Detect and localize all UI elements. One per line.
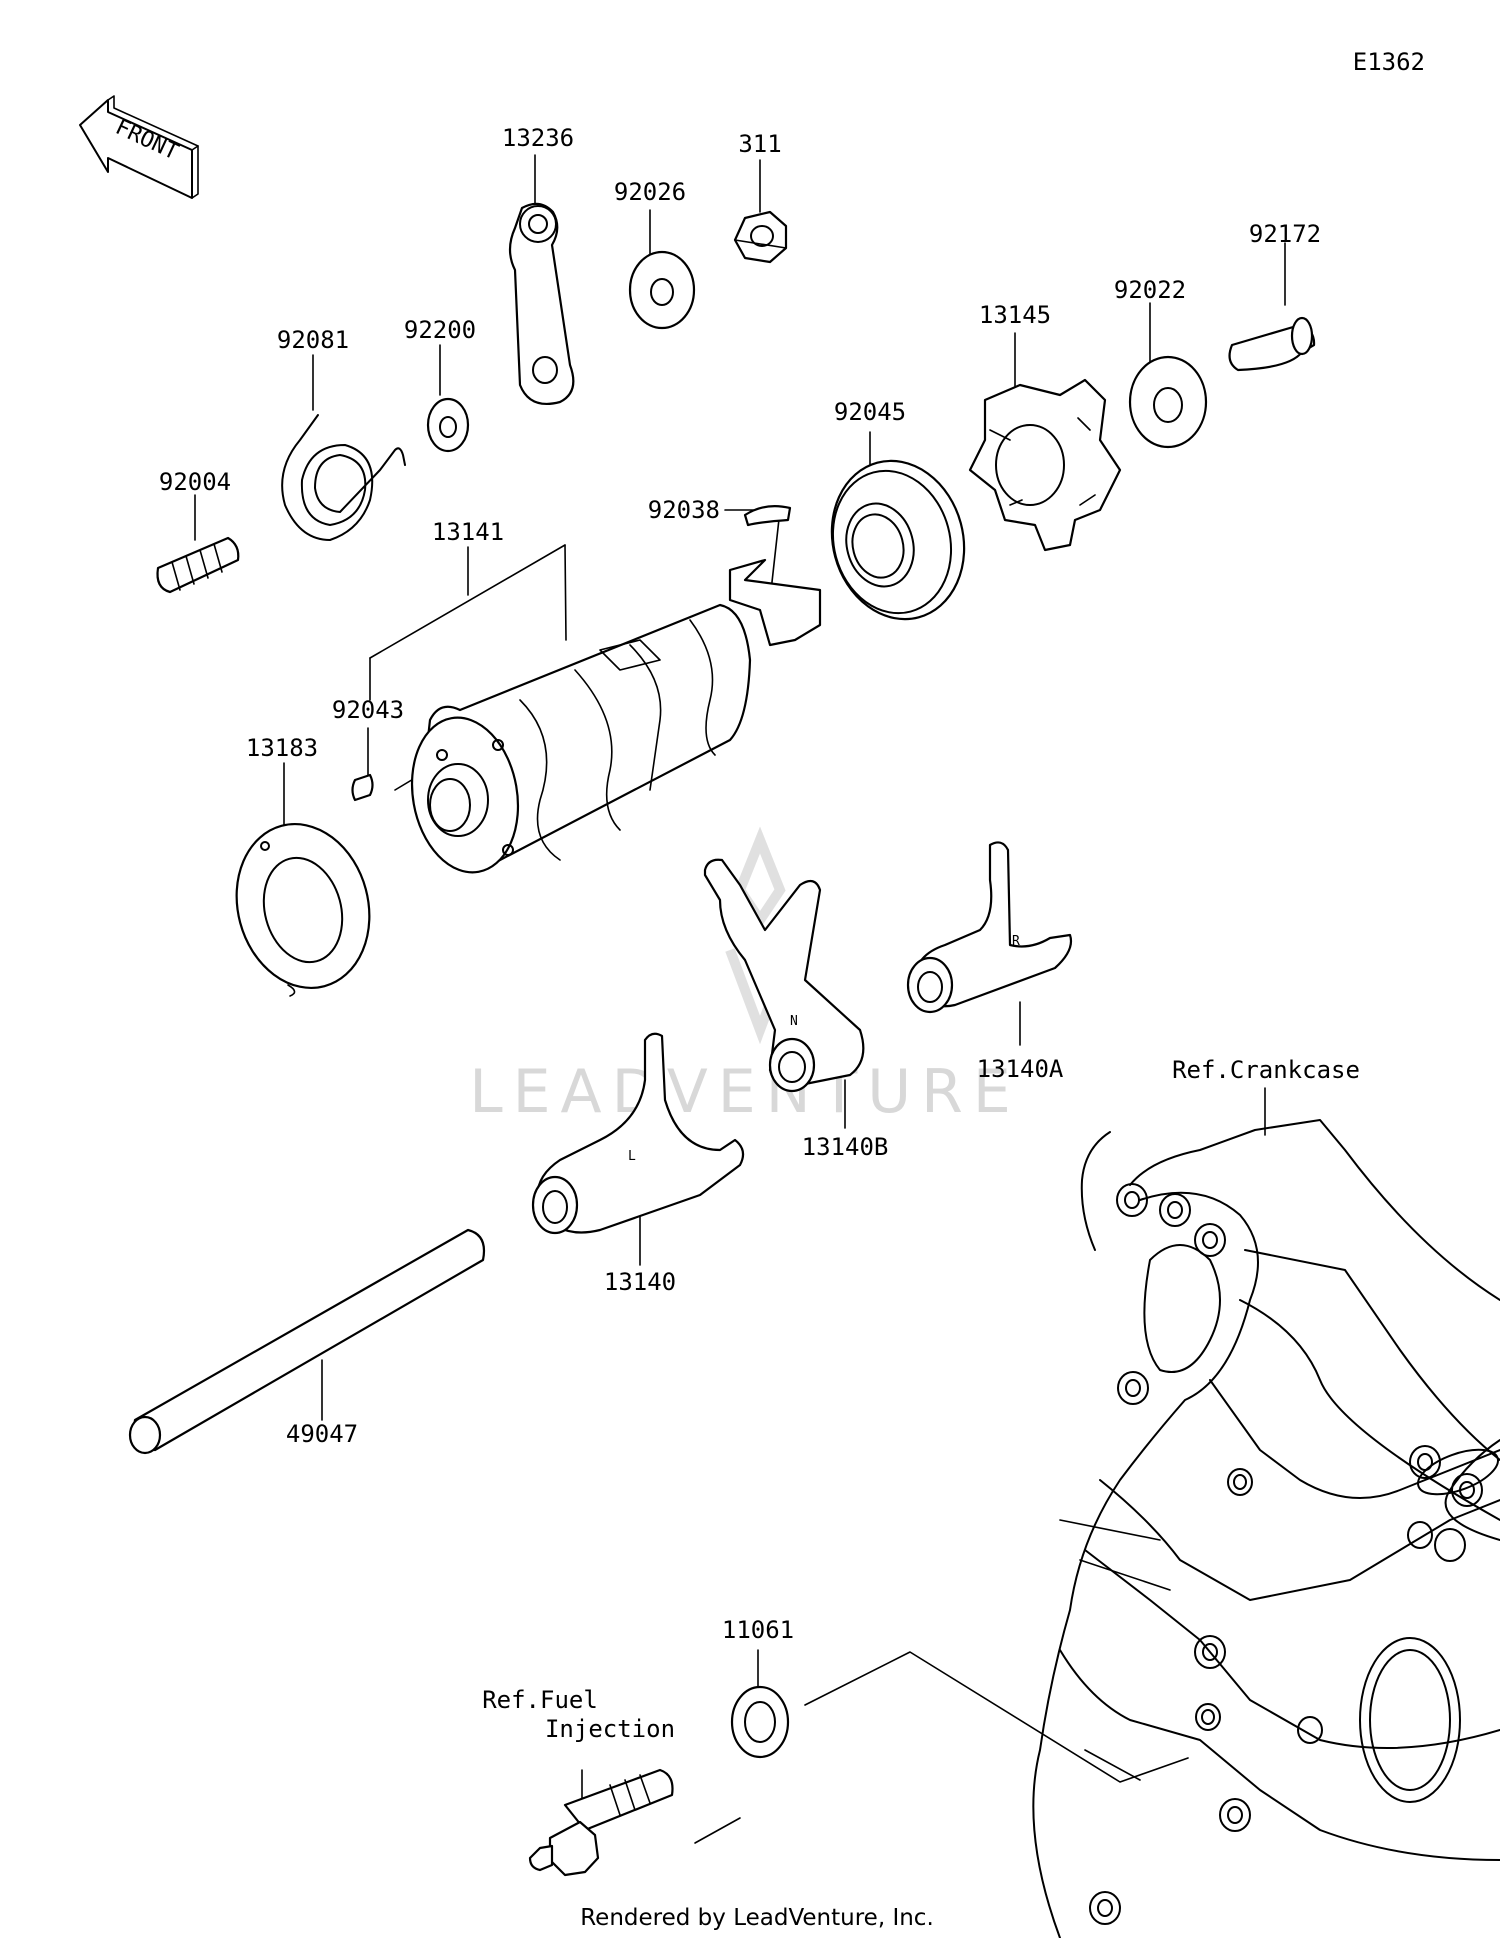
part-92200-washer bbox=[426, 397, 470, 453]
part-13145-holder bbox=[968, 378, 1122, 552]
part-13140B-fork: N bbox=[703, 858, 865, 1093]
fuel-injection-sensor bbox=[528, 1768, 674, 1877]
label-11061: 11061 bbox=[722, 1616, 794, 1644]
part-92038-key bbox=[743, 505, 792, 527]
part-labels: 13236 311 92026 92081 92200 92022 92172 … bbox=[159, 124, 1321, 1644]
label-13183: 13183 bbox=[246, 734, 318, 762]
part-13140-fork: L bbox=[531, 1032, 745, 1235]
part-92081-spring bbox=[281, 414, 406, 541]
part-49047-shaft bbox=[128, 1228, 486, 1455]
diagram-id: E1362 bbox=[1353, 48, 1425, 76]
label-92043: 92043 bbox=[332, 696, 404, 724]
part-92172-screw bbox=[1228, 316, 1316, 372]
leader-lines bbox=[194, 154, 1286, 1844]
part-92004-pin bbox=[156, 536, 240, 594]
fork-mark-r: R bbox=[1012, 934, 1020, 949]
ref-fuel-line2: Injection bbox=[545, 1715, 675, 1743]
crankcase-outline bbox=[1032, 1119, 1500, 1939]
fork-mark-n: N bbox=[790, 1014, 798, 1029]
label-13140: 13140 bbox=[604, 1268, 676, 1296]
label-92081: 92081 bbox=[277, 326, 349, 354]
part-13236-shift-lever bbox=[508, 202, 575, 406]
label-13236: 13236 bbox=[502, 124, 574, 152]
part-92026-washer bbox=[628, 250, 696, 330]
ref-fuel-line1: Ref.Fuel bbox=[482, 1686, 598, 1714]
label-49047: 49047 bbox=[286, 1420, 358, 1448]
label-13140B: 13140B bbox=[802, 1133, 889, 1161]
part-11061-washer bbox=[730, 1685, 790, 1759]
part-92022-washer bbox=[1128, 355, 1208, 449]
fork-mark-l: L bbox=[628, 1149, 636, 1164]
label-13141: 13141 bbox=[432, 518, 504, 546]
part-13183-plate bbox=[235, 822, 371, 997]
part-92043-pin bbox=[351, 773, 374, 802]
part-92045-bearing bbox=[830, 459, 966, 621]
label-13145: 13145 bbox=[979, 301, 1051, 329]
label-311: 311 bbox=[738, 130, 781, 158]
part-13140A-fork: R bbox=[906, 841, 1073, 1014]
watermark: LEADVENTURE bbox=[469, 826, 1021, 1127]
part-13141-shift-drum bbox=[410, 558, 822, 874]
label-92172: 92172 bbox=[1249, 220, 1321, 248]
label-92004: 92004 bbox=[159, 468, 231, 496]
label-92026: 92026 bbox=[614, 178, 686, 206]
label-92038: 92038 bbox=[648, 496, 720, 524]
label-92022: 92022 bbox=[1114, 276, 1186, 304]
front-arrow-icon: FRONT bbox=[79, 95, 199, 199]
footer-credit: Rendered by LeadVenture, Inc. bbox=[580, 1905, 934, 1931]
label-13140A: 13140A bbox=[977, 1055, 1064, 1083]
label-92045: 92045 bbox=[834, 398, 906, 426]
watermark-text: LEADVENTURE bbox=[469, 1057, 1021, 1127]
ref-crankcase: Ref.Crankcase bbox=[1172, 1056, 1360, 1084]
part-311-nut bbox=[733, 210, 788, 264]
label-92200: 92200 bbox=[404, 316, 476, 344]
